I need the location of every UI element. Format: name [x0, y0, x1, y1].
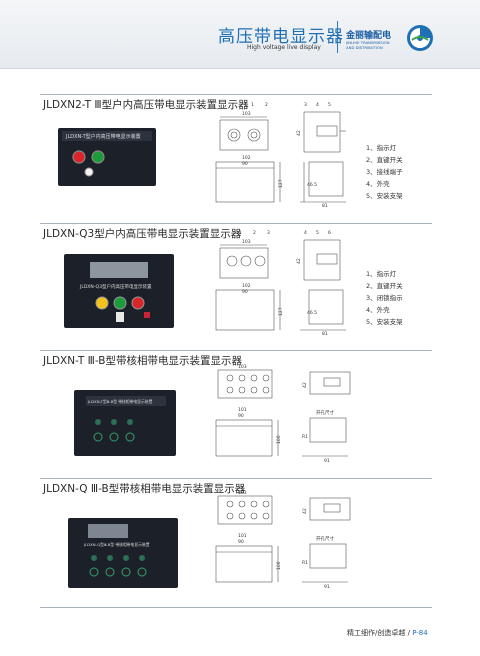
- technical-drawing-4: 103 101 90 100 42 91 R1 开孔尺寸: [215, 490, 351, 590]
- svg-text:R1: R1: [302, 434, 308, 440]
- svg-text:4: 4: [316, 102, 319, 108]
- svg-text:102: 102: [242, 283, 251, 289]
- svg-text:1: 1: [251, 102, 254, 108]
- section-title: JLDXN-T Ⅲ-B型带核相带电显示装置显示器: [43, 355, 243, 367]
- product-photo-jldxn-t-iii-b: JLDXN-T型Ⅲ-B型 带核相带电显示装置: [74, 390, 176, 456]
- svg-text:91: 91: [324, 458, 330, 464]
- page-subtitle: High voltage live display: [247, 44, 321, 51]
- header-band: [0, 0, 480, 69]
- svg-text:90: 90: [242, 161, 248, 167]
- svg-text:3: 3: [304, 102, 307, 108]
- footer-divider: [40, 607, 432, 608]
- brand-name: 金丽输配电: [346, 31, 392, 41]
- legend-item: 5、安装支架: [366, 318, 403, 326]
- svg-text:101: 101: [238, 407, 247, 413]
- svg-text:4: 4: [304, 230, 307, 236]
- svg-text:42: 42: [302, 382, 308, 388]
- section-title: JLDXN2-T Ⅲ型户内高压带电显示装置显示器: [43, 99, 249, 111]
- svg-text:3: 3: [267, 230, 270, 236]
- section-divider: [40, 94, 432, 95]
- section-divider: [40, 223, 432, 224]
- legend-list: 1、指示灯 2、直键开关 3、闭锁指示 4、外壳 5、安装支架: [366, 268, 403, 328]
- header-divider: [337, 21, 338, 53]
- footer: 精工细作/创造卓越 / P-84: [347, 628, 428, 638]
- panel-label: JLDXN-Q型Ⅲ-B型 带核相带电显示装置: [83, 542, 150, 547]
- section-divider: [40, 350, 432, 351]
- panel-label: JLDXN-T型Ⅲ-B型 带核相带电显示装置: [87, 399, 153, 404]
- legend-item: 2、直键开关: [366, 282, 403, 290]
- section-divider: [40, 478, 432, 479]
- svg-text:5: 5: [328, 102, 331, 108]
- svg-text:46.5: 46.5: [307, 310, 317, 316]
- legend-item: 5、安装支架: [366, 192, 403, 200]
- product-photo-jldxn-q3: JLDXN-Q3型户内高压带电显示装置: [64, 254, 174, 328]
- svg-text:127: 127: [278, 179, 284, 188]
- panel-label: JLDXN-Q3型户内高压带电显示装置: [79, 283, 152, 290]
- svg-text:103: 103: [242, 111, 251, 117]
- svg-text:102: 102: [242, 155, 251, 161]
- svg-text:100: 100: [276, 435, 282, 444]
- svg-text:103: 103: [238, 364, 247, 370]
- svg-text:开孔尺寸: 开孔尺寸: [316, 535, 334, 542]
- svg-text:6: 6: [328, 230, 331, 236]
- svg-text:2: 2: [253, 230, 256, 236]
- svg-text:R1: R1: [302, 560, 308, 566]
- panel-label: JLDXN-T型户内高压带电显示装置: [65, 133, 141, 140]
- svg-text:91: 91: [324, 584, 330, 590]
- svg-text:42: 42: [296, 130, 302, 136]
- product-photo-jldxn-q-iii-b: JLDXN-Q型Ⅲ-B型 带核相带电显示装置: [68, 518, 178, 588]
- legend-item: 4、外壳: [366, 180, 390, 188]
- page-number: P-84: [412, 629, 428, 637]
- page-title: 高压带电显示器: [218, 27, 344, 47]
- legend-item: 3、闭锁指示: [366, 294, 403, 302]
- svg-text:81: 81: [322, 331, 328, 337]
- svg-text:1: 1: [239, 230, 242, 236]
- svg-text:90: 90: [238, 539, 244, 545]
- svg-text:90: 90: [238, 413, 244, 419]
- svg-text:42: 42: [302, 508, 308, 514]
- section-title: JLDXN-Q Ⅲ-B型带核相带电显示装置显示器: [43, 483, 246, 495]
- legend-item: 1、指示灯: [366, 270, 397, 278]
- svg-text:103: 103: [242, 239, 251, 245]
- svg-text:103: 103: [238, 490, 247, 496]
- svg-text:2: 2: [265, 102, 268, 108]
- brand-english-line1: JINLIHE TRANSMISSION: [346, 40, 390, 45]
- section-title: JLDXN-Q3型户内高压带电显示装置显示器: [43, 228, 242, 240]
- svg-text:101: 101: [238, 533, 247, 539]
- legend-item: 4、外壳: [366, 306, 390, 314]
- legend-item: 2、直键开关: [366, 156, 403, 164]
- svg-text:127: 127: [278, 307, 284, 316]
- legend-item: 1、指示灯: [366, 144, 397, 152]
- svg-text:100: 100: [276, 561, 282, 570]
- legend-item: 3、接线端子: [366, 168, 403, 176]
- footer-slogan: 精工细作/创造卓越 /: [347, 629, 410, 637]
- svg-text:46.5: 46.5: [307, 182, 317, 188]
- technical-drawing-3: 103 101 90 100 42 91 R1 开孔尺寸: [215, 364, 351, 464]
- svg-text:81: 81: [322, 203, 328, 209]
- svg-text:开孔尺寸: 开孔尺寸: [316, 409, 334, 416]
- technical-drawing-1: 103 102 90 127 42 81 46.5 1 2 3 4 5: [215, 102, 346, 209]
- product-photo-jldxn2-t: JLDXN-T型户内高压带电显示装置: [58, 128, 156, 186]
- technical-drawing-2: 103 102 90 127 42 81 46.5 1 2 3 4 5 6: [215, 230, 346, 337]
- legend-list: 1、指示灯 2、直键开关 3、接线端子 4、外壳 5、安装支架: [366, 142, 403, 202]
- company-logo-icon: [407, 25, 433, 51]
- brand-english-line2: AND DISTRIBUTION: [346, 45, 383, 50]
- svg-text:5: 5: [316, 230, 319, 236]
- svg-text:90: 90: [242, 289, 248, 295]
- svg-text:42: 42: [296, 258, 302, 264]
